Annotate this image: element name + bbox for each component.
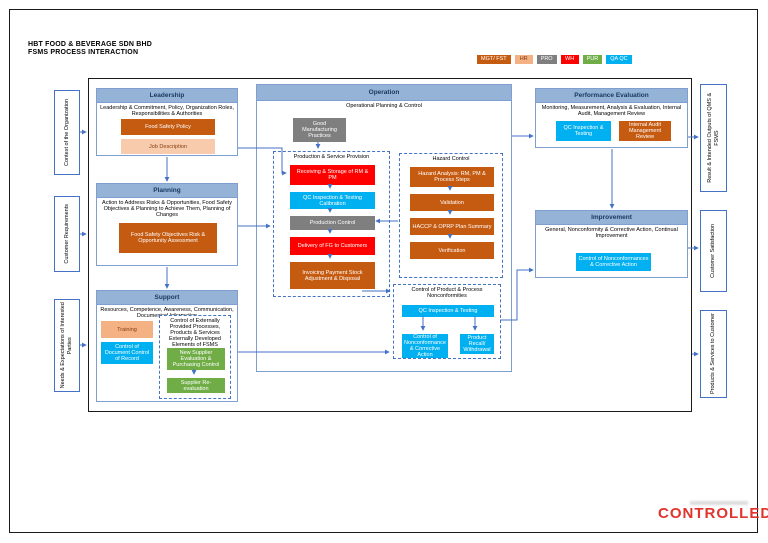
vbox-label: Context of the Organization — [63, 99, 70, 166]
panel-header-support: Support — [97, 291, 237, 305]
input-needs-expectations-interested-parties: Needs & Expectations of Interested Parti… — [54, 299, 80, 392]
vbox-label: Customer Satisfaction — [710, 224, 716, 278]
panel-subtitle-performance-evaluation: Monitoring, Measurement, Analysis & Eval… — [541, 105, 682, 118]
subbox-hazard-title: Hazard Control — [432, 156, 470, 162]
process-box-delivery-of-fg: Delivery of FG to Customers — [290, 237, 375, 255]
panel-subtitle-planning: Action to Address Risks & Opportunities,… — [102, 200, 232, 219]
panel-operation: Operation Operational Planning & Control… — [256, 84, 512, 372]
input-context-of-the-organization: Context of the Organization — [54, 90, 80, 175]
process-box-good-manufacturing-practices: Good Manufacturing Practices — [293, 118, 346, 142]
panel-planning: Planning Action to Address Risks & Oppor… — [96, 183, 238, 266]
process-box-food-safety-objectives: Food Safety Objectives Risk & Opportunit… — [119, 223, 217, 253]
process-box-haccp-oprp-plan: HACCP & OPRP Plan Summary — [410, 218, 494, 235]
process-box-supplier-re-evaluation: Supplier Re-evaluation — [167, 378, 225, 393]
department-legend: MGT/ FST HR PRO WH PUR QA QC — [477, 55, 632, 64]
vbox-label: Customer Requirements — [63, 204, 70, 264]
process-box-internal-audit-management-review: Internal Audit Management Review — [619, 121, 671, 141]
panel-header-performance-evaluation: Performance Evaluation — [536, 89, 687, 103]
process-box-training: Training — [101, 321, 153, 338]
subbox-hazard-control: Hazard Control Hazard Analysis: RM, PM &… — [399, 153, 503, 278]
process-map-frame — [88, 78, 692, 412]
process-box-control-of-nonconformance: Control of Nonconformance & Corrective A… — [402, 334, 448, 358]
panel-leadership: Leadership Leadership & Commitment, Poli… — [96, 88, 238, 156]
subbox-nonconformities-title: Control of Product & Process Nonconformi… — [411, 287, 483, 299]
panel-subtitle-improvement: General, Nonconformity & Corrective Acti… — [545, 227, 678, 240]
output-customer-satisfaction: Customer Satisfaction — [700, 210, 727, 292]
process-box-food-safety-policy: Food Safety Policy — [121, 119, 215, 135]
panel-support: Support Resources, Competence, Awareness… — [96, 290, 238, 402]
subbox-external-title-1: Control of Externally Provided Processes… — [169, 318, 221, 336]
process-box-job-description: Job Description — [121, 139, 215, 154]
process-box-validation: Validation — [410, 194, 494, 211]
document-title: HBT FOOD & BEVERAGE SDN BHD FSMS PROCESS… — [28, 41, 152, 57]
legend-chip-pur: PUR — [582, 55, 603, 64]
vbox-label: Result & Intended Outputs of QMS & FSMS — [706, 93, 720, 183]
process-box-control-nonconformances-corrective: Control of Nonconformances & Corrective … — [576, 253, 651, 271]
legend-chip-qa-qc: QA QC — [606, 55, 632, 64]
process-box-production-control: Production Control — [290, 216, 375, 230]
faint-stamp-text — [690, 501, 748, 505]
process-box-qc-inspection-testing: QC Inspection & Testing — [402, 305, 494, 317]
process-box-invoicing-payment-stock: Invoicing Payment Stock Adjustment & Dis… — [290, 262, 375, 289]
process-box-product-recall-withdrawal: Product Recall/ Withdrawal — [460, 334, 494, 354]
subbox-nonconformities: Control of Product & Process Nonconformi… — [393, 284, 501, 359]
legend-chip-hr: HR — [514, 55, 533, 64]
subbox-external-title-2: Externally Developed Elements of FSMS — [169, 336, 221, 348]
process-box-qc-inspection-testing-pe: QC Inspection & Testing — [556, 121, 611, 141]
vbox-label: Needs & Expectations of Interested Parti… — [60, 302, 73, 389]
output-result-intended-outputs: Result & Intended Outputs of QMS & FSMS — [700, 84, 727, 192]
legend-chip-wh: WH — [560, 55, 579, 64]
process-box-verification: Verification — [410, 242, 494, 259]
controlled-stamp: CONTROLLED — [658, 505, 768, 522]
panel-subtitle-leadership: Leadership & Commitment, Policy, Organiz… — [100, 105, 234, 118]
panel-improvement: Improvement General, Nonconformity & Cor… — [535, 210, 688, 278]
process-box-qc-inspection-testing-calibration: QC Inspection & Testing Calibration — [290, 192, 375, 209]
panel-header-improvement: Improvement — [536, 211, 687, 225]
process-box-hazard-analysis: Hazard Analysis: RM, PM & Process Steps — [410, 167, 494, 187]
document-title-line2: FSMS PROCESS INTERACTION — [28, 49, 139, 56]
subbox-production-title: Production & Service Provision — [293, 154, 370, 160]
legend-chip-mgt-fst: MGT/ FST — [477, 55, 511, 64]
subbox-production-service-provision: Production & Service Provision Receiving… — [273, 151, 390, 297]
input-customer-requirements: Customer Requirements — [54, 196, 80, 272]
subbox-external-provision: Control of Externally Provided Processes… — [159, 315, 231, 399]
panel-header-operation: Operation — [257, 85, 511, 101]
process-box-control-of-document-record: Control of Document Control of Record — [101, 342, 153, 364]
legend-chip-pro: PRO — [536, 55, 557, 64]
document-title-line1: HBT FOOD & BEVERAGE SDN BHD — [28, 41, 153, 48]
output-products-services-to-customer: Products & Services to Customer — [700, 310, 727, 398]
process-box-new-supplier-evaluation: New Supplier Evaluation & Purchasing Con… — [167, 348, 225, 370]
panel-performance-evaluation: Performance Evaluation Monitoring, Measu… — [535, 88, 688, 148]
panel-header-planning: Planning — [97, 184, 237, 198]
panel-header-leadership: Leadership — [97, 89, 237, 103]
process-box-receiving-storage-rm-pm: Receiving & Storage of RM & PM — [290, 165, 375, 185]
panel-subtitle-operation: Operational Planning & Control — [346, 103, 422, 109]
vbox-label: Products & Services to Customer — [710, 313, 716, 395]
page-border — [9, 9, 758, 533]
